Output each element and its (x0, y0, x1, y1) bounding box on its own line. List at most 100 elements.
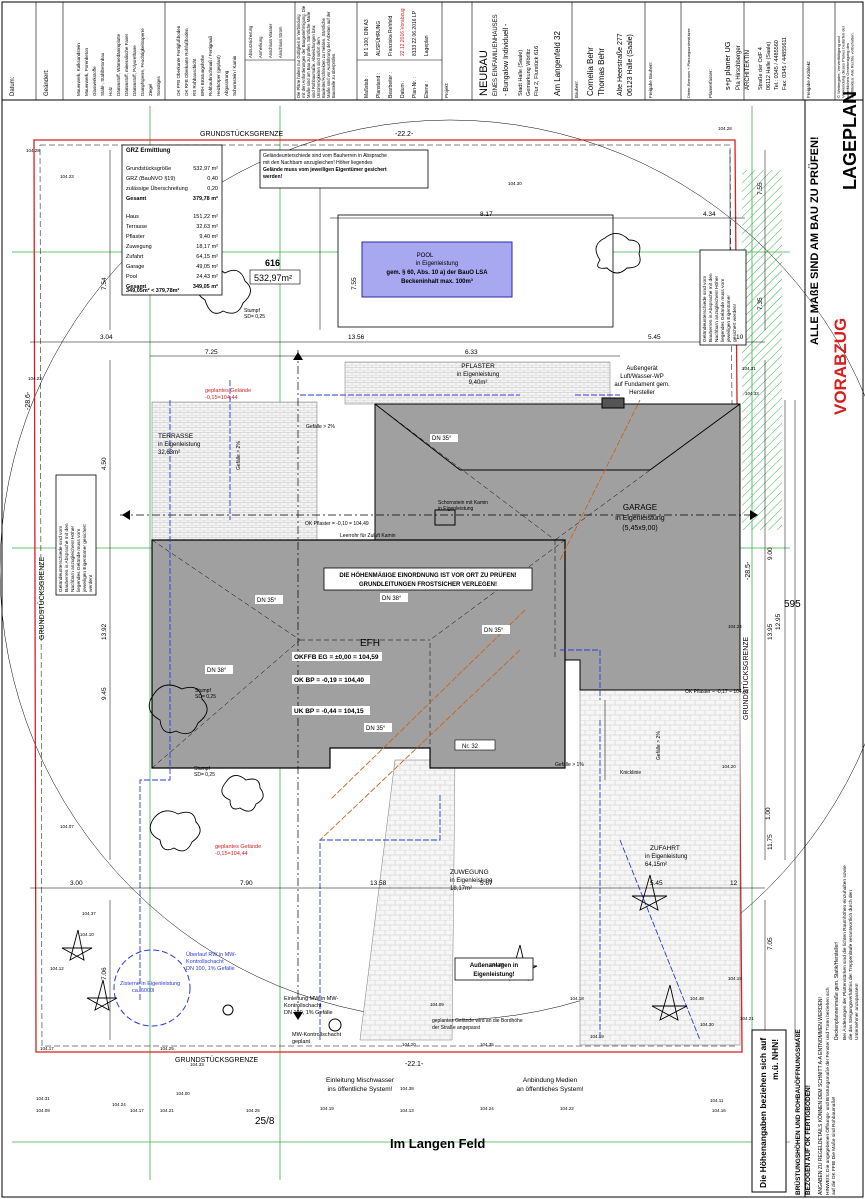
spot-height: 104.16 (712, 1108, 726, 1113)
terrain-a-1: geplantes Gelände (205, 388, 251, 394)
dim-label: 13.58 (370, 880, 387, 887)
grz-row-value: 151,22 m² (193, 214, 218, 220)
pool-title: POOL (417, 253, 434, 259)
drawing-title: LAGEPLAN (840, 91, 860, 190)
notice-top-box (259, 149, 429, 189)
terrace-title: TERRASSE (158, 433, 194, 440)
disclaimer-line: Unstimmigkeiten sind sofort dem (316, 37, 321, 98)
zuwegung-line1: in Eigenleistung (450, 878, 492, 884)
foundation-notice-box (323, 567, 533, 591)
grz-row-label: Haus (126, 214, 139, 220)
boundary-bottom: GRUNDSTÜCKSGRENZE (175, 1056, 259, 1064)
revision-changed: Geändert: (44, 69, 50, 96)
section-arrow-b-left (122, 510, 130, 520)
spot-height: 104.00 (176, 1091, 190, 1096)
mw-control-shaft (328, 1018, 342, 1032)
spot-height: 104.28 (26, 148, 40, 153)
chimney-1: Schornstein mit Kamin (438, 500, 488, 506)
roof-label-bg (482, 625, 510, 634)
dim-label: 11.75 (767, 834, 774, 850)
bordhoehe-1: geplantes Gelände wird an die Bordhöhe (432, 1018, 523, 1024)
grz-footer: 349,05m² < 379,78m² (126, 287, 180, 294)
section-arrow-b-right (750, 510, 758, 520)
site-label: 616 (265, 258, 280, 268)
plot-boundary-inner (39, 144, 738, 1047)
legend-symbol: Anmerkung (258, 36, 263, 58)
dim-label: 13.56 (348, 334, 365, 341)
roof-label-bg (380, 593, 408, 602)
cistern-2: ca. 6000l (132, 988, 154, 994)
approval-label: Freigabe Bauherr: (648, 62, 653, 98)
gefaelle-label: Gefälle > 2% (236, 441, 242, 470)
pflaster-top: OK Pflaster = -0,10 = 104,49 (305, 521, 369, 527)
notice-right-line: Nachbarn anzugleichen! Höher (714, 275, 720, 342)
dim-label: 8.17 (480, 211, 493, 218)
copyright-line: Verwendung dieses Planes bedürfen der (841, 25, 846, 98)
legend-symbol: Anschluss Strom (278, 26, 283, 58)
parcel-bottom: 25/8 (255, 1116, 275, 1127)
heatpump-line2: Luft/Wasser-WP (620, 374, 663, 380)
slope-hatch (742, 170, 782, 530)
legend-material: Dämmstoff, Wärmedämmplatte (116, 33, 121, 96)
street-name: Im Langen Feld (390, 1136, 485, 1151)
medien-1: Anbindung Medien (523, 1077, 578, 1084)
legend-material: Dämmstoff, mineralische Faser (124, 33, 129, 96)
grz-row-label: Garage (126, 264, 144, 270)
grz-row-value: 0,20 (207, 186, 218, 192)
titleblock-grid (35, 2, 836, 100)
garage-line2: (5,45x9,00) (622, 525, 657, 532)
spot-height: 104.17 (130, 1108, 144, 1113)
grz-row-label: Pool (126, 274, 137, 280)
kamin-line: Leerrohr für Zuluft Kamin (340, 533, 396, 539)
boundary-right: GRUNDSTÜCKSGRENZE (742, 636, 750, 720)
office-sub2: ARCHITEKTIN (745, 50, 751, 90)
approval-label2: Freigabe Architekt: (806, 60, 811, 98)
mischwasser-2: ins öffentliche System! (328, 1086, 393, 1093)
roof-label: DN 35° (484, 628, 504, 634)
notice-right-line: liegendes Gelände muss vom (720, 279, 726, 342)
spot-height: 104.17 (40, 1046, 54, 1051)
roof-label: DN 38° (382, 596, 402, 602)
meta-value: 8133 22.06.2016 LP (412, 10, 418, 56)
legend-height: BRH Brüstungshöhe (200, 54, 205, 96)
plot-boundary (33, 139, 743, 1053)
knick: Knicklinie (620, 770, 641, 776)
grz-row-label: zulässige Überschreitung (126, 185, 188, 192)
pflaster-line2: 9,40m² (469, 380, 488, 386)
dim-label: 7.06 (101, 967, 108, 980)
meta-label: Datum : (400, 80, 406, 98)
ukbp: UK BP = -0,44 = 104,15 (294, 708, 364, 715)
stumpf-b-2: SD= 0,25 (195, 694, 216, 700)
overflow-3: DN 100, 1% Gefälle (186, 966, 235, 972)
legend-height: OK FFB Oberkante Fertigfußboden (176, 25, 181, 96)
heatpump-line3: auf Fundament gem. (614, 382, 670, 388)
electric-lines (319, 399, 641, 841)
bordhoehe-2: der Straße angepasst (432, 1025, 481, 1031)
grz-row-label: Terrasse (126, 224, 147, 230)
bottom-note4: HINWEIS: Die angegebenen Öffnungs- und B… (824, 987, 837, 1195)
spot-height: 104.07 (60, 824, 74, 829)
legend-material: Dämmstoff, Polyurethane (132, 45, 137, 96)
grz-row-value: 49,05 m² (196, 264, 218, 270)
spot-height: 104.25 (160, 1046, 174, 1051)
dim-label: 7.54 (101, 277, 108, 290)
project-loc3: Flur 2, Flurstück 616 (534, 46, 540, 96)
roof-label-bg (205, 665, 233, 674)
planner-label: Planverfasser: (708, 69, 713, 98)
spot-height: 104.30 (700, 1022, 714, 1027)
spot-height: 104.22 (560, 1106, 574, 1111)
meta-label: Planstand : (376, 73, 382, 98)
dim-label: 7.55 (351, 277, 358, 290)
notice-top-line: Gelände muss vom jeweiligen Eigentümer g… (263, 167, 387, 173)
legend-material: Sonstiges (156, 75, 161, 96)
spot-height: 104.24 (112, 1102, 126, 1107)
heatpump-line1: Außengerät (626, 366, 658, 372)
gefaelle-label: Gefälle > 2% (656, 731, 662, 760)
client-label: Bauherr: (574, 81, 579, 98)
gefaelle-label: Gefälle > 1% (555, 762, 584, 768)
